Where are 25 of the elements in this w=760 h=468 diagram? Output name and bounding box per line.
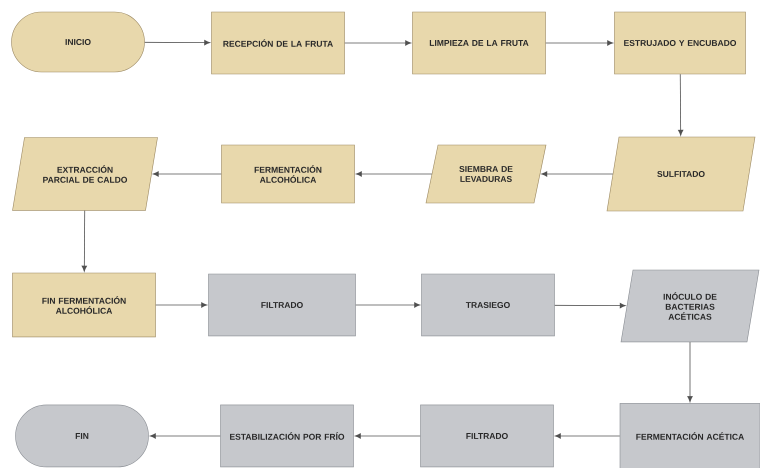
process-box: RECEPCIÓN DE LA FRUTA [211, 12, 345, 74]
arrow [82, 210, 87, 272]
process-box: ESTRUJADO Y ENCUBADO [614, 12, 746, 74]
arrow [150, 433, 221, 439]
arrow [687, 342, 693, 402]
process-box: TRASIEGO [421, 274, 555, 336]
process-box: FILTRADO [208, 274, 356, 336]
process-box: ESTABILIZACIÓN POR FRÍO [220, 404, 354, 468]
arrow [144, 40, 210, 46]
arrow [554, 433, 620, 439]
arrow [354, 433, 421, 439]
process-box: FERMENTACIÓN ACÉTICA [620, 403, 760, 468]
arrow [554, 303, 626, 308]
arrow [356, 171, 432, 177]
arrow [344, 40, 412, 46]
arrow [155, 302, 208, 308]
arrow [678, 74, 684, 136]
arrow [541, 171, 614, 177]
process-box: FILTRADO [420, 404, 554, 468]
arrow [355, 302, 420, 308]
arrow [545, 40, 614, 46]
process-box: LIMPIEZA DE LA FRUTA [412, 12, 546, 74]
arrow [152, 171, 222, 177]
process-box: FERMENTACIÓN ALCOHÓLICA [221, 144, 355, 204]
process-box: FIN FERMENTACIÓN ALCOHÓLICA [12, 272, 156, 338]
